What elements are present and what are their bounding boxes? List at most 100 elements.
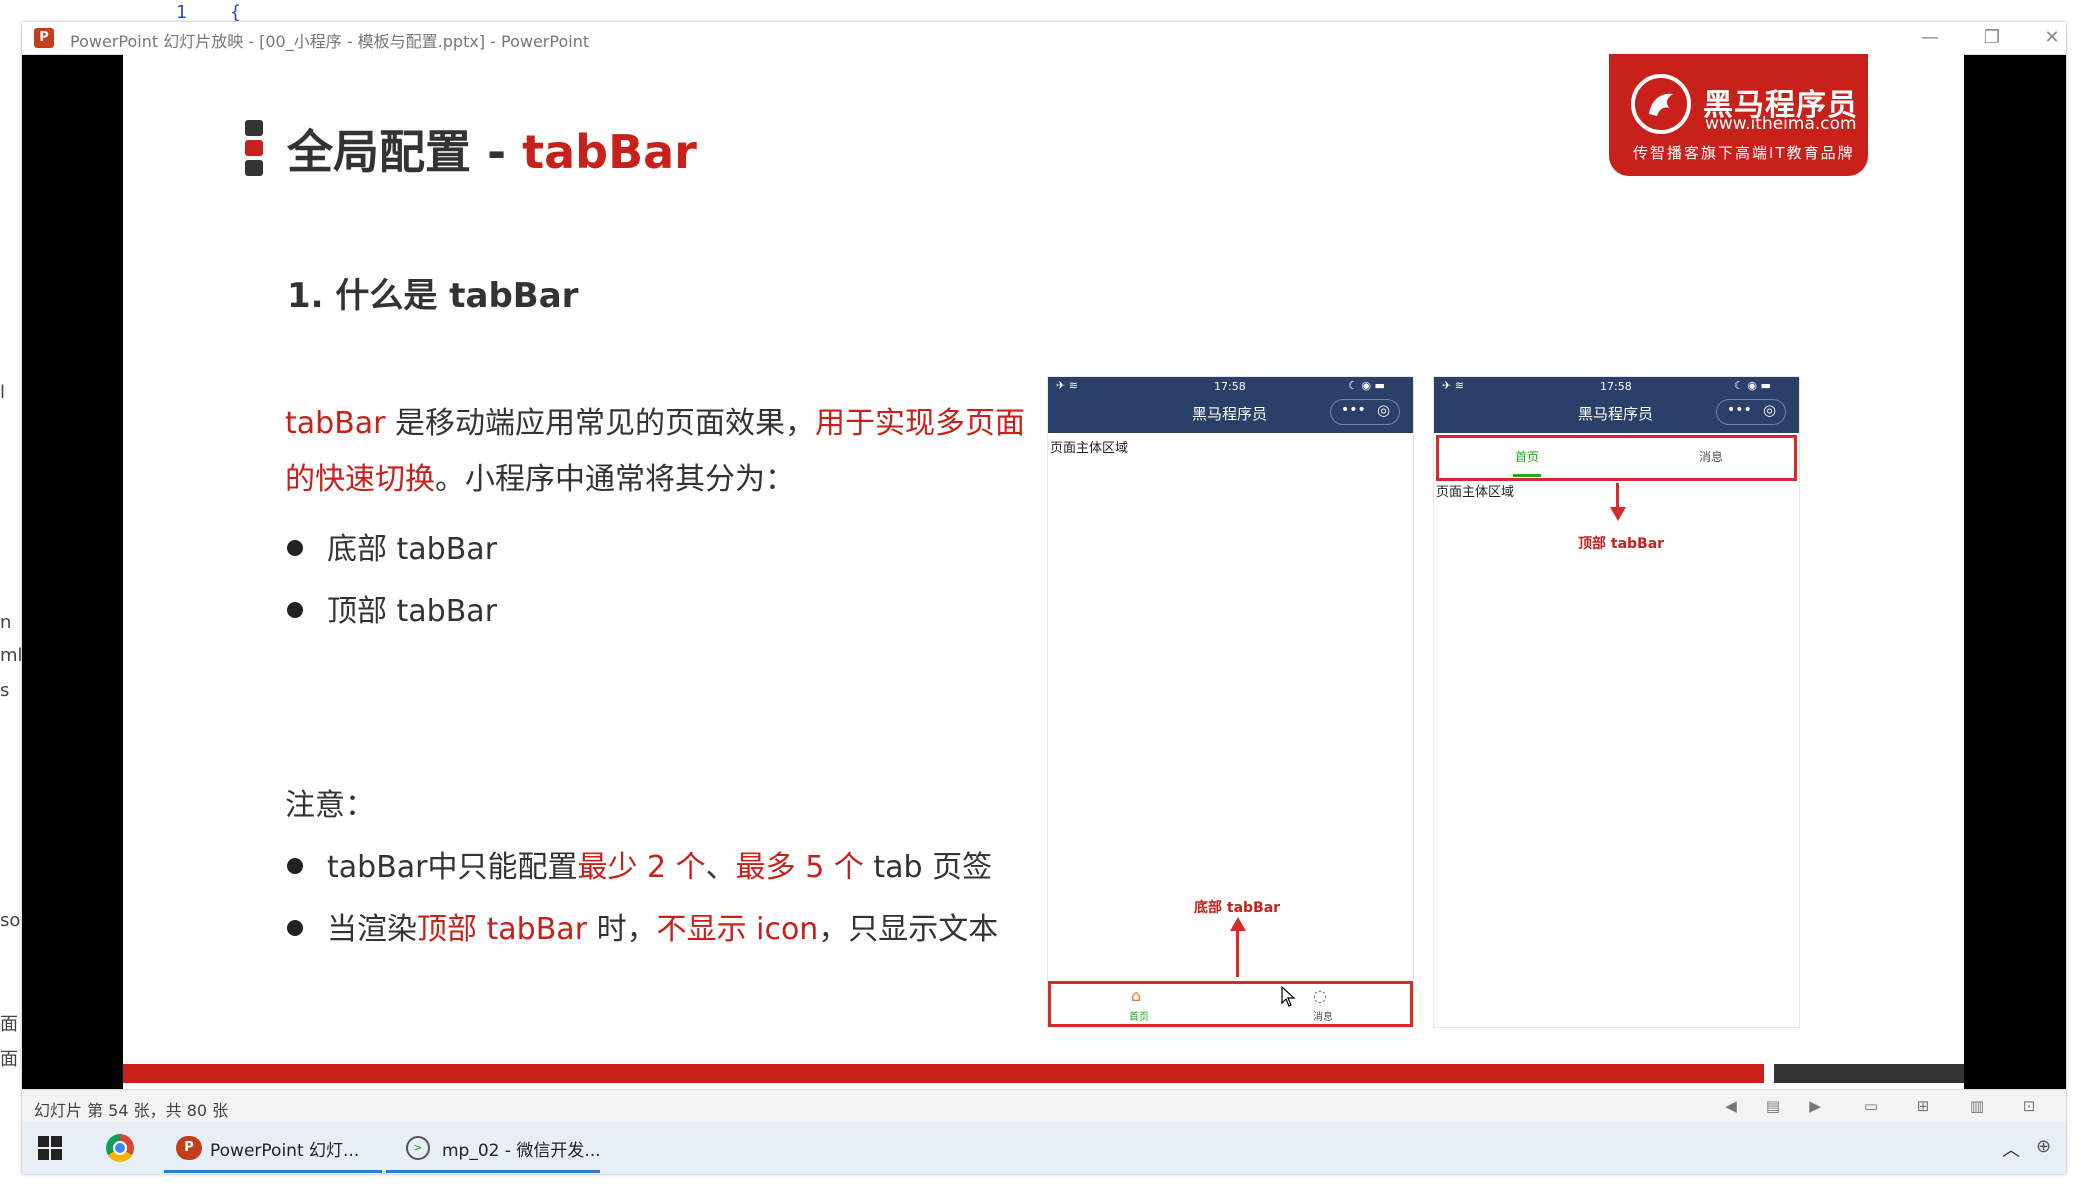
taskbar-item-wechat-devtools[interactable]: > mp_02 - 微信开发... [384,1122,602,1174]
list-item: 当渲染顶部 tabBar 时，不显示 icon，只显示文本 [287,904,998,948]
capsule-menu: ••• ◎ [1330,399,1400,425]
para-text: 。小程序中通常将其分为： [435,462,795,497]
logo-url: www.itheima.com [1705,114,1857,134]
side-fragment: 面 [0,1049,18,1070]
windows-start-icon[interactable] [38,1136,62,1160]
side-fragment: s [0,680,10,701]
note-highlight: 不显示 icon [656,912,819,947]
home-icon: ⌂ [1131,986,1142,1005]
bullet-icon [287,539,303,556]
battery-icon: ☾ ◉ ▬ [1348,379,1385,392]
normal-view-icon[interactable]: ▭ [1863,1097,1879,1115]
line-number: 1 [176,2,187,23]
input-method-icon[interactable]: ⊕ [2036,1136,2052,1157]
slide-title: 全局配置 - tabBar [287,116,697,182]
tab-message[interactable]: 消息 [1313,1012,1333,1023]
powerpoint-window: P PowerPoint 幻灯片放映 - [00_小程序 - 模板与配置.ppt… [22,22,2066,1174]
arrow-head-icon [1230,917,1246,931]
para-text: 是移动端应用常见的页面效果， [385,406,816,441]
side-fragment: l [0,382,6,403]
message-icon: ◌ [1313,986,1327,1005]
code-brace: { [230,2,241,23]
logo-name: 黑马程序员 [1703,88,1858,123]
powerpoint-icon: P [176,1136,202,1160]
slide-sorter-icon[interactable]: ⊞ [1916,1097,1930,1115]
title-bar: P PowerPoint 幻灯片放映 - [00_小程序 - 模板与配置.ppt… [22,22,2066,55]
bottom-tabbar-highlight: ⌂ 首页 ◌ 消息 [1048,981,1413,1027]
bullet-text: 顶部 tabBar [327,594,498,629]
taskbar-item-powerpoint[interactable]: P PowerPoint 幻灯... [162,1122,384,1174]
airplane-wifi-icon: ✈ ≋ [1442,379,1464,392]
bullet-icon [287,601,303,618]
airplane-wifi-icon: ✈ ≋ [1056,379,1078,392]
close-button[interactable]: ✕ [2044,27,2060,48]
taskbar: P PowerPoint 幻灯... > mp_02 - 微信开发... ︿ ⊕ [22,1122,2066,1174]
phone-nav-bar: 17:58 ✈ ≋ ☾ ◉ ▬ 黑马程序员 ••• ◎ [1434,377,1799,433]
annotation-bottom-tabbar: 底部 tabBar [1194,900,1281,916]
arrow-down [1616,483,1619,509]
mouse-cursor-icon [1281,985,1297,1012]
itheima-logo: 黑马程序员 www.itheima.com 传智播客旗下高端IT教育品牌 [1609,54,1868,176]
bullet-icon [287,919,303,936]
chevron-up-icon[interactable]: ︿ [2002,1140,2020,1161]
note-text: tab 页签 [863,850,993,885]
tab-message[interactable]: 消息 [1699,450,1724,464]
active-tab-indicator [1513,474,1541,477]
intro-paragraph: tabBar 是移动端应用常见的页面效果，用于实现多页面的快速切换。小程序中通常… [285,396,1035,508]
chrome-icon[interactable] [106,1134,134,1162]
list-item: 底部 tabBar [287,524,497,568]
window-title: PowerPoint 幻灯片放映 - [00_小程序 - 模板与配置.pptx]… [70,32,590,51]
slide-counter: 幻灯片 第 54 张，共 80 张 [34,1101,229,1120]
taskbar-label: PowerPoint 幻灯... [210,1141,360,1161]
close-circle-icon: ◎ [1763,401,1777,419]
title-highlight: tabBar [522,125,697,179]
arrow-head-icon [1610,507,1626,521]
para-highlight: tabBar [285,406,386,441]
slide-progress-bar [123,1064,1764,1083]
status-bar: 幻灯片 第 54 张，共 80 张 ◀ ▤ ▶ ▭ ⊞ ▥ ⊡ [22,1089,2066,1123]
note-text: 当渲染 [327,912,417,947]
taskbar-label: mp_02 - 微信开发... [442,1141,601,1161]
minimize-button[interactable]: — [1921,27,1939,48]
status-time: 17:58 [1600,380,1632,393]
slideshow-view-icon[interactable]: ⊡ [2022,1097,2036,1115]
slide-menu-icon[interactable]: ▤ [1765,1097,1781,1115]
title-decoration [245,120,263,136]
page-body-text: 页面主体区域 [1050,441,1129,456]
slide-progress-remaining [1774,1064,1964,1083]
wechat-devtools-icon: > [406,1136,430,1160]
logo-slogan: 传智播客旗下高端IT教育品牌 [1633,144,1855,162]
bullet-text: 底部 tabBar [327,532,498,567]
reading-view-icon[interactable]: ▥ [1969,1097,1985,1115]
bullet-icon [287,857,303,874]
more-icon: ••• [1341,402,1366,418]
note-text: ，只显示文本 [818,912,999,947]
slide[interactable]: 全局配置 - tabBar 黑马程序员 www.itheima.com 传智播客… [123,54,1964,1089]
note-title: 注意： [285,788,375,823]
title-decoration [245,160,263,176]
phone-nav-bar: 17:58 ✈ ≋ ☾ ◉ ▬ 黑马程序员 ••• ◎ [1048,377,1413,433]
phone-top-tabbar: 17:58 ✈ ≋ ☾ ◉ ▬ 黑马程序员 ••• ◎ 首页 消息 页面主体区域… [1433,376,1800,1028]
more-icon: ••• [1727,402,1752,418]
page-body-text: 页面主体区域 [1436,485,1515,500]
list-item: 顶部 tabBar [287,586,497,630]
previous-slide-icon[interactable]: ◀ [1725,1097,1737,1115]
tab-home[interactable]: 首页 [1129,1012,1149,1023]
close-circle-icon: ◎ [1377,401,1391,419]
side-fragment: 面 [0,1014,18,1035]
active-indicator [164,1170,382,1173]
next-slide-icon[interactable]: ▶ [1809,1097,1821,1115]
arrow-up [1236,925,1239,977]
note-highlight: 顶部 tabBar [417,912,588,947]
restore-button[interactable]: ❐ [1983,27,2001,48]
capsule-menu: ••• ◎ [1716,399,1786,425]
note-highlight: 最多 5 个 [735,850,864,885]
top-tabbar-highlight: 首页 消息 [1436,435,1797,481]
nav-title: 黑马程序员 [1192,405,1268,423]
tab-home[interactable]: 首页 [1515,450,1540,464]
status-time: 17:58 [1214,380,1246,393]
note-text: 时， [587,912,657,947]
note-text: 、 [705,850,736,885]
logo-horse-icon [1631,74,1691,134]
section-heading: 1. 什么是 tabBar [287,276,579,316]
